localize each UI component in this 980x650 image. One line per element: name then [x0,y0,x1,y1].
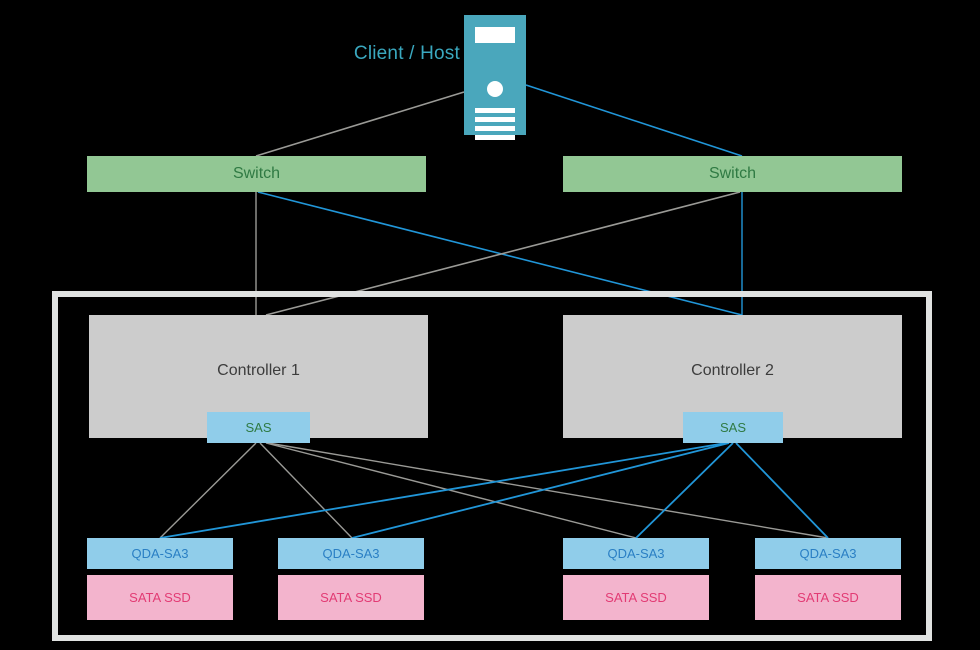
drive-1-media[interactable]: SATA SSD [87,575,233,620]
server-tower-icon [464,15,526,140]
switch-2[interactable]: Switch [563,156,902,192]
tower-drive-slot-icon [475,27,515,43]
drive-2-media[interactable]: SATA SSD [278,575,424,620]
client-host-label: Client / Host [353,43,460,64]
drive-3-adapter[interactable]: QDA-SA3 [563,538,709,569]
controller-2-sas-port[interactable]: SAS [683,412,783,443]
drive-2-adapter[interactable]: QDA-SA3 [278,538,424,569]
tower-vent-lines-icon [475,108,515,144]
drive-4-adapter[interactable]: QDA-SA3 [755,538,901,569]
controller-1-sas-port[interactable]: SAS [207,412,310,443]
drive-3-media[interactable]: SATA SSD [563,575,709,620]
tower-power-button-icon [487,81,503,97]
switch-1[interactable]: Switch [87,156,426,192]
storage-enclosure-frame [52,291,932,641]
drive-4-media[interactable]: SATA SSD [755,575,901,620]
drive-1-adapter[interactable]: QDA-SA3 [87,538,233,569]
